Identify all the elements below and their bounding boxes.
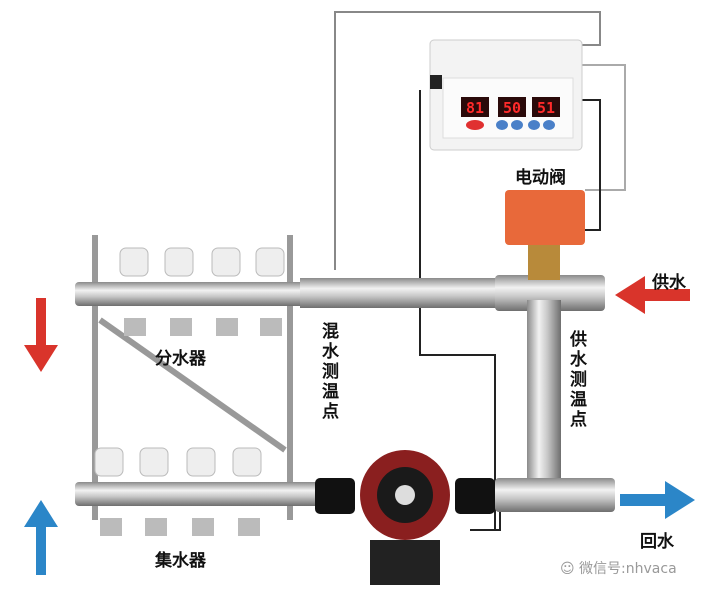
supply-water-temp-point-label: 供水测温点	[570, 330, 587, 430]
supply-inlet-arrow-icon	[615, 276, 690, 314]
controller-display-3: 51	[537, 99, 555, 117]
signal-wires	[334, 11, 626, 531]
supply-down-arrow-icon	[24, 298, 58, 372]
distributor-valves	[119, 247, 285, 336]
supply-water-label: 供水	[652, 273, 686, 293]
motor-valve	[505, 190, 585, 280]
collector-valves	[94, 447, 262, 536]
manifold-bracket	[92, 235, 293, 520]
distributor-label: 分水器	[155, 349, 206, 369]
watermark: ☺ 微信号:nhvaca	[560, 558, 677, 578]
watermark-text: 微信号:nhvaca	[579, 561, 677, 577]
motor-valve-label: 电动阀	[515, 168, 566, 188]
return-fitting	[495, 478, 615, 512]
supply-fitting	[495, 275, 605, 311]
controller-display-1: 81	[466, 99, 484, 117]
distributor-manifold	[75, 282, 305, 306]
temperature-controller	[429, 39, 583, 151]
controller-display-2: 50	[503, 99, 521, 117]
return-up-arrow-icon	[24, 500, 58, 575]
wechat-icon: ☺	[560, 561, 580, 577]
mixed-water-temp-point-label: 混水测温点	[322, 322, 339, 422]
mixing-pipe	[300, 278, 500, 308]
collector-label: 集水器	[155, 551, 206, 571]
return-outlet-arrow-icon	[620, 481, 695, 519]
circulation-pump	[315, 450, 495, 585]
collector-manifold	[75, 482, 320, 506]
return-water-label: 回水	[640, 532, 674, 552]
bypass-pipe	[527, 300, 561, 500]
